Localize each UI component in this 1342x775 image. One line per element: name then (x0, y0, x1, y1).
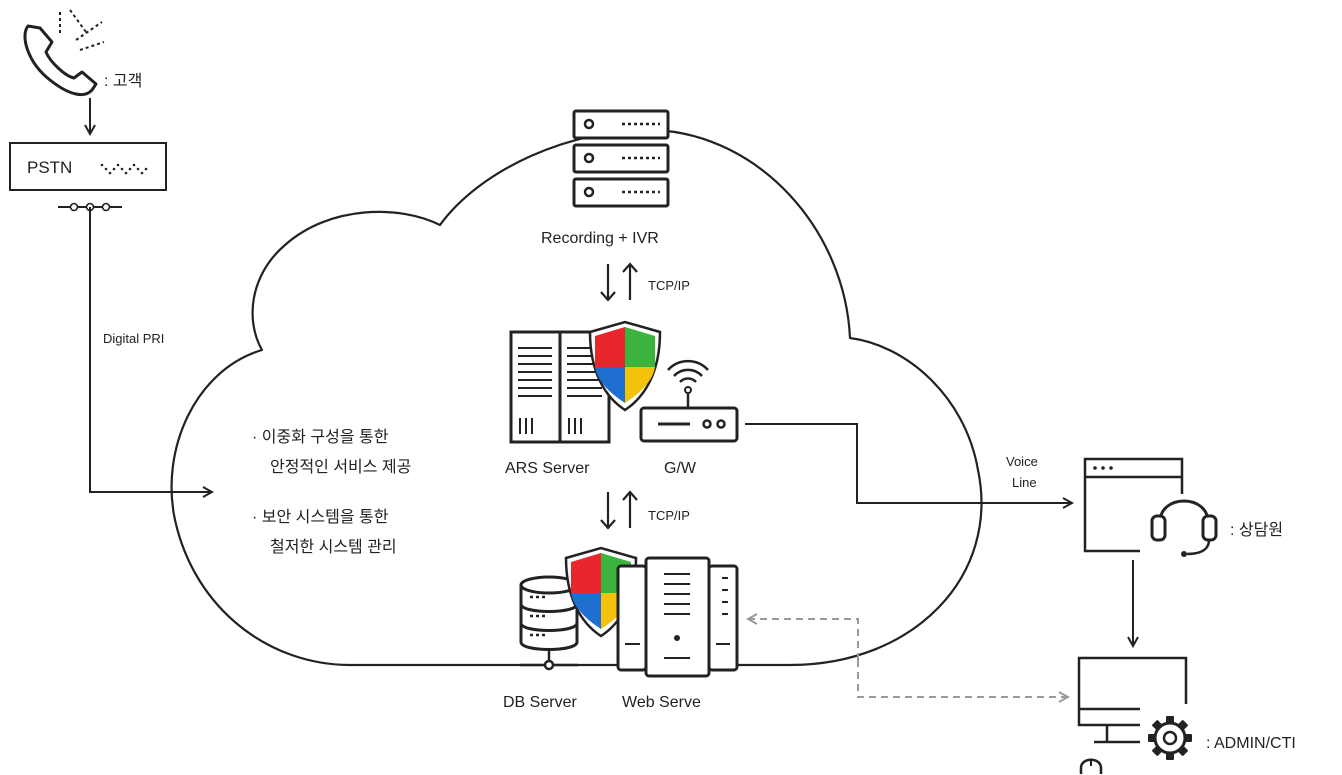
feature-2-line-1: · 보안 시스템을 통한 (252, 508, 389, 526)
pstn-label: PSTN (27, 158, 72, 177)
dashed-link-web (748, 619, 859, 660)
phone-icon (23, 9, 105, 97)
gw-label: G/W (664, 460, 697, 477)
security-shield-icon (588, 320, 662, 412)
tcpip-bottom-label: TCP/IP (648, 508, 690, 523)
db-server-label: DB Server (503, 694, 577, 711)
voice-line-label-1: Voice (1006, 454, 1038, 469)
tcpip-top-label: TCP/IP (648, 278, 690, 293)
web-server-icon (616, 556, 739, 678)
feature-1-line-2: 안정적인 서비스 제공 (270, 458, 411, 476)
web-server-label: Web Serve (622, 694, 701, 711)
pstn-box (9, 142, 167, 191)
digital-pri-label: Digital PRI (103, 331, 164, 346)
agent-label: : 상담원 (1230, 521, 1283, 539)
recording-ivr-server-icon (572, 109, 670, 208)
dashed-link-admin (857, 660, 1068, 697)
tcpip-bottom-arrows (600, 490, 638, 530)
tcpip-top-arrows (600, 262, 638, 302)
admin-monitor-icon (1077, 656, 1188, 774)
headset-icon (1150, 499, 1218, 557)
gear-icon (1148, 716, 1192, 760)
feature-2-line-2: 철저한 시스템 관리 (270, 538, 397, 556)
voice-line-label-2: Line (1012, 475, 1037, 490)
ars-server-label: ARS Server (505, 460, 590, 477)
admin-label: : ADMIN/CTI (1206, 735, 1296, 752)
digital-pri-line (89, 207, 212, 492)
customer-label: : 고객 (104, 72, 142, 90)
voice-line (745, 423, 1072, 503)
recording-ivr-label: Recording + IVR (541, 230, 659, 247)
agent-window-icon (1083, 457, 1184, 553)
feature-1-line-1: · 이중화 구성을 통한 (252, 428, 389, 446)
gateway-router-icon (639, 359, 739, 443)
